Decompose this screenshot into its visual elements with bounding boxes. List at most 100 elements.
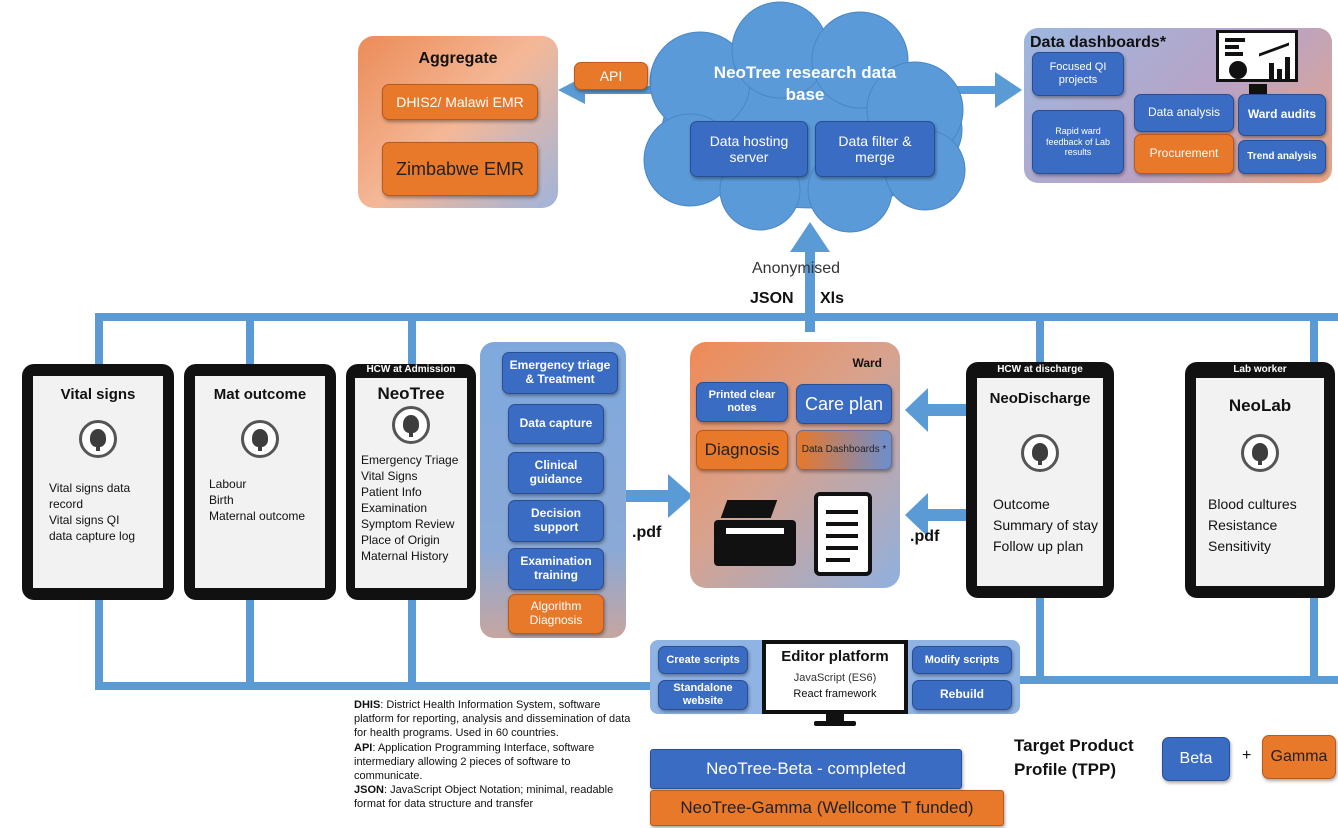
ward-panel: Ward Printed clear notes Care plan Diagn… [690, 342, 900, 588]
dash-arrowhead [995, 72, 1022, 108]
editor-monitor-base [814, 721, 856, 726]
aggregate-title: Aggregate [418, 50, 498, 67]
pdf-left-arrowhead [668, 474, 693, 518]
dhis2-emr-box: DHIS2/ Malawi EMR [382, 84, 538, 120]
legend-api-def: : Application Programming Interface, sof… [354, 741, 595, 783]
legend-api: API: Application Programming Interface, … [354, 741, 636, 784]
vital-signs-list: Vital signs data record Vital signs QI d… [49, 481, 136, 543]
lab-header: Lab worker [1233, 364, 1287, 375]
standalone-website-box: Standalone website [658, 680, 748, 710]
discharge-arrowhead [905, 388, 928, 432]
json-label: JSON [750, 290, 794, 307]
editor-monitor: Editor platform JavaScript (ES6) React f… [762, 640, 908, 714]
mat-down-line [246, 598, 254, 690]
monitor-stand [1249, 84, 1267, 94]
ward-dashboards-box: Data Dashboards * [796, 430, 892, 470]
neotree-down-line [408, 598, 416, 690]
editor-title: Editor platform [781, 648, 889, 665]
pdf-left-shaft [626, 490, 671, 502]
examination-training-box: Examination training [508, 548, 604, 590]
neotree-header: HCW at Admission [366, 364, 456, 375]
focused-qi-box: Focused QI projects [1032, 52, 1124, 96]
neodischarge-device: HCW at discharge NeoDischarge Outcome Su… [966, 362, 1114, 598]
legend-api-term: API [354, 741, 373, 754]
editor-monitor-stand [826, 714, 844, 722]
vital-up-line [95, 313, 103, 365]
api-arrow-shaft [585, 86, 675, 94]
pdf-right-shaft [925, 509, 967, 521]
gamma-status-bar: NeoTree-Gamma (Wellcome T funded) [650, 790, 1004, 826]
mat-outcome-device: Mat outcome Labour Birth Maternal outcom… [184, 364, 336, 600]
neolab-device: Lab worker NeoLab Blood cultures Resista… [1185, 362, 1335, 598]
decision-support-box: Decision support [508, 500, 604, 542]
neotree-title: NeoTree [377, 384, 445, 403]
pdf-right-label: .pdf [910, 528, 940, 545]
vital-down-line [95, 598, 103, 690]
data-capture-box: Data capture [508, 404, 604, 444]
ward-audits-box: Ward audits [1238, 94, 1326, 136]
vital-signs-device: Vital signs Vital signs data record Vita… [22, 364, 174, 600]
neotree-list: Emergency Triage Vital Signs Patient Inf… [361, 453, 459, 563]
xls-label: Xls [820, 290, 845, 307]
lab-up-line [1310, 313, 1318, 365]
cloud-shape [643, 1, 966, 233]
dash-arrow-shaft [938, 86, 998, 94]
editor-js: JavaScript (ES6) [793, 672, 877, 684]
mat-outcome-title: Mat outcome [213, 386, 307, 403]
mat-outcome-list: Labour Birth Maternal outcome [209, 477, 306, 523]
legend-dhis-term: DHIS [354, 699, 381, 711]
legend-json-term: JSON [354, 784, 384, 797]
tree-logo-icon [1021, 434, 1059, 472]
neolab-title: NeoLab [1228, 396, 1292, 415]
rapid-feedback-box: Rapid ward feedback of Lab results [1032, 110, 1124, 174]
tpp-label: Target Product Profile (TPP) [1014, 736, 1134, 779]
discharge-up-line [1036, 313, 1044, 365]
neodischarge-list: Outcome Summary of stay Follow up plan [993, 496, 1099, 554]
tree-logo-icon [1241, 434, 1279, 472]
procurement-box: Procurement [1134, 134, 1234, 174]
zimbabwe-emr-box: Zimbabwe EMR [382, 142, 538, 196]
bottom-bus-right [1018, 676, 1338, 684]
rebuild-box: Rebuild [912, 680, 1012, 710]
top-bus-line [95, 313, 1338, 321]
features-panel: Emergency triage & Treatment Data captur… [480, 342, 626, 638]
aggregate-panel: Aggregate DHIS2/ Malawi EMR Zimbabwe EMR [358, 36, 558, 208]
dashboards-title: Data dashboards* [1030, 34, 1167, 51]
beta-status-bar: NeoTree-Beta - completed [650, 749, 962, 789]
tpp-gamma-box: Gamma [1262, 735, 1336, 779]
legend-json-def: : JavaScript Object Notation; minimal, r… [354, 784, 614, 811]
modify-scripts-box: Modify scripts [912, 646, 1012, 674]
diagnosis-box: Diagnosis [696, 430, 788, 470]
care-plan-box: Care plan [796, 384, 892, 424]
cloud-title: NeoTree research data base [713, 63, 897, 104]
api-label: API [574, 62, 648, 90]
neodischarge-title: NeoDischarge [989, 390, 1091, 407]
legend-dhis-def: : District Health Information System, so… [354, 699, 631, 740]
tree-logo-icon [392, 406, 430, 444]
data-analysis-box: Data analysis [1134, 94, 1234, 132]
pdf-left-label: .pdf [632, 524, 662, 541]
upload-arrowhead [790, 222, 830, 252]
neotree-up-line [408, 313, 416, 365]
legend-dhis: DHIS: District Health Information System… [354, 698, 636, 741]
algorithm-diagnosis-box: Algorithm Diagnosis [508, 594, 604, 634]
tree-logo-icon [79, 420, 117, 458]
neolab-list: Blood cultures Resistance Sensitivity [1208, 496, 1297, 554]
vital-signs-title: Vital signs [60, 386, 136, 403]
clinical-guidance-box: Clinical guidance [508, 452, 604, 494]
dashboards-panel: Data dashboards* Focused QI projects Rap… [1024, 28, 1332, 183]
discharge-arrow-shaft [925, 404, 967, 416]
printed-notes-box: Printed clear notes [696, 382, 788, 422]
create-scripts-box: Create scripts [658, 646, 748, 674]
printer-icon [714, 498, 796, 568]
trend-analysis-box: Trend analysis [1238, 140, 1326, 174]
anonymised-label: Anonymised [752, 260, 841, 277]
neotree-device: HCW at Admission NeoTree Emergency Triag… [346, 364, 476, 600]
data-hosting-box: Data hosting server [690, 121, 808, 177]
lab-down-line [1310, 598, 1318, 682]
mat-up-line [246, 313, 254, 365]
emergency-triage-box: Emergency triage & Treatment [502, 352, 618, 394]
discharge-header: HCW at discharge [997, 364, 1083, 375]
tree-logo-icon [241, 420, 279, 458]
discharge-down-line [1036, 598, 1044, 682]
